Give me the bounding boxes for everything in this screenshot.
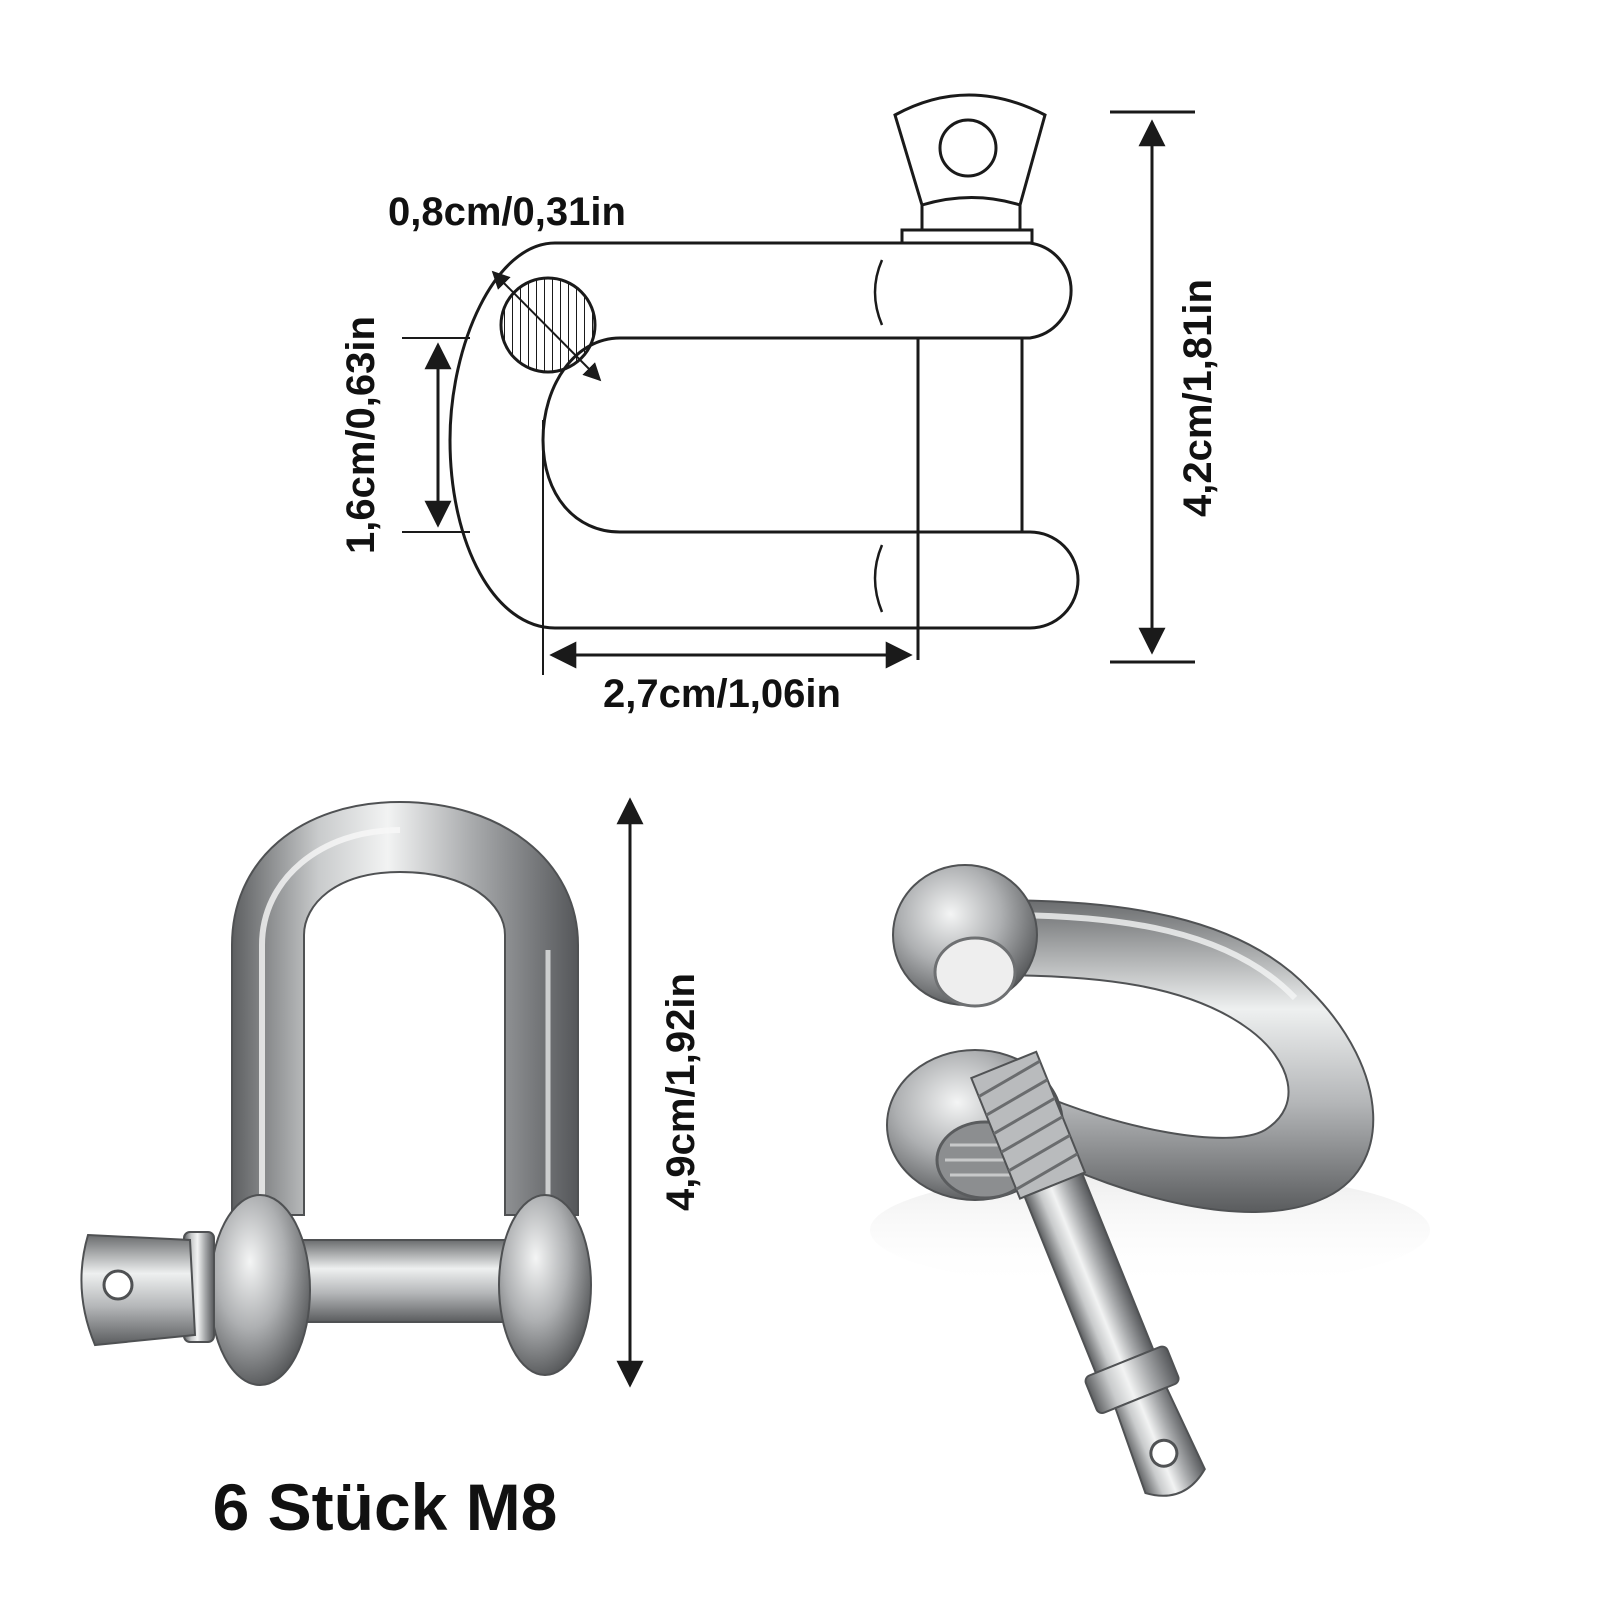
technical-drawing	[402, 93, 1195, 675]
product-caption: 6 Stück M8	[213, 1470, 558, 1544]
wire-diameter-label: 0,8cm/0,31in	[388, 190, 626, 234]
inner-length-label: 2,7cm/1,06in	[603, 672, 841, 716]
shackle-angled-photo	[870, 864, 1430, 1497]
inner-gap-label: 1,6cm/0,63in	[339, 316, 383, 554]
front-height-label: 4,9cm/1,92in	[659, 973, 703, 1211]
wire-cross-section	[499, 276, 597, 374]
pin-collar	[900, 228, 1034, 245]
pin-tab-hole	[938, 118, 998, 178]
pin-tab-outline	[893, 93, 1047, 207]
shackle-front-photo	[80, 800, 592, 1386]
total-height-label: 4,2cm/1,81in	[1176, 279, 1220, 517]
